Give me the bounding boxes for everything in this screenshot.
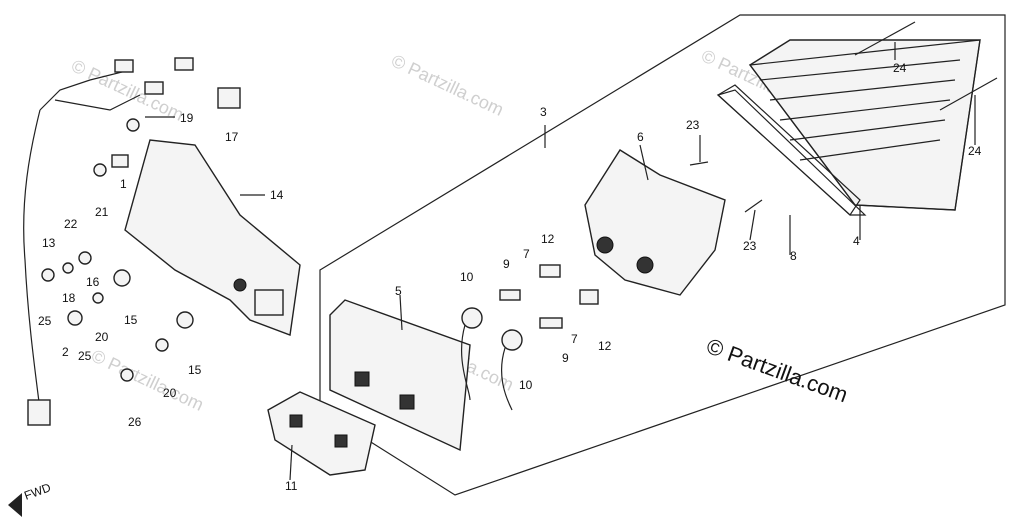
callout-15b: 15 bbox=[188, 363, 202, 377]
callout-22: 22 bbox=[64, 217, 78, 231]
callout-20a: 20 bbox=[95, 330, 109, 344]
callout-24b: 24 bbox=[968, 144, 982, 158]
watermark: © Partzilla.com bbox=[88, 345, 206, 414]
bracket bbox=[124, 139, 301, 336]
plate-gasket bbox=[267, 391, 376, 476]
callout-5: 5 bbox=[395, 284, 402, 298]
callout-17: 17 bbox=[225, 130, 239, 144]
callout-9b: 9 bbox=[562, 351, 569, 365]
callout-18: 18 bbox=[62, 291, 76, 305]
socket-upper bbox=[460, 264, 561, 401]
callout-8: 8 bbox=[790, 249, 797, 263]
socket-housing bbox=[584, 149, 726, 296]
grommet bbox=[217, 87, 241, 109]
callout-7a: 7 bbox=[523, 247, 530, 261]
callout-labels: 1 2 3 4 5 6 7 7 8 9 9 10 10 11 12 12 13 … bbox=[38, 61, 982, 493]
callout-13: 13 bbox=[42, 236, 56, 250]
fwd-marker: FWD bbox=[8, 480, 53, 517]
callout-7b: 7 bbox=[571, 332, 578, 346]
long-screw bbox=[854, 21, 916, 56]
base-plate bbox=[329, 299, 471, 452]
callout-9a: 9 bbox=[503, 257, 510, 271]
long-screw bbox=[939, 77, 998, 111]
brand-logo: © Partzilla.com bbox=[703, 333, 851, 407]
callout-23b: 23 bbox=[743, 239, 757, 253]
callout-24a: 24 bbox=[893, 61, 907, 75]
gasket-part-inner bbox=[716, 89, 867, 216]
callout-10b: 10 bbox=[519, 378, 533, 392]
watermark: © Partzilla.com bbox=[388, 50, 506, 119]
callout-3: 3 bbox=[540, 105, 547, 119]
callout-23a: 23 bbox=[686, 118, 700, 132]
callout-1: 1 bbox=[120, 177, 127, 191]
callout-12b: 12 bbox=[598, 339, 612, 353]
socket-lower bbox=[501, 289, 599, 411]
wiring-harness bbox=[23, 109, 41, 411]
callout-25b: 25 bbox=[78, 349, 92, 363]
callout-14: 14 bbox=[270, 188, 284, 202]
callout-10a: 10 bbox=[460, 270, 474, 284]
fwd-label: FWD bbox=[22, 480, 53, 503]
callout-15a: 15 bbox=[124, 313, 138, 327]
callout-6: 6 bbox=[637, 130, 644, 144]
callout-12a: 12 bbox=[541, 232, 555, 246]
callout-26: 26 bbox=[128, 415, 142, 429]
callout-11: 11 bbox=[285, 479, 298, 493]
callout-25a: 25 bbox=[38, 314, 52, 328]
lens-part bbox=[748, 39, 981, 211]
callout-20b: 20 bbox=[163, 386, 177, 400]
callout-21: 21 bbox=[95, 205, 109, 219]
callout-16: 16 bbox=[86, 275, 100, 289]
callout-2: 2 bbox=[62, 345, 69, 359]
callout-19: 19 bbox=[180, 111, 194, 125]
leader-lines bbox=[145, 42, 976, 481]
callout-4: 4 bbox=[853, 234, 860, 248]
